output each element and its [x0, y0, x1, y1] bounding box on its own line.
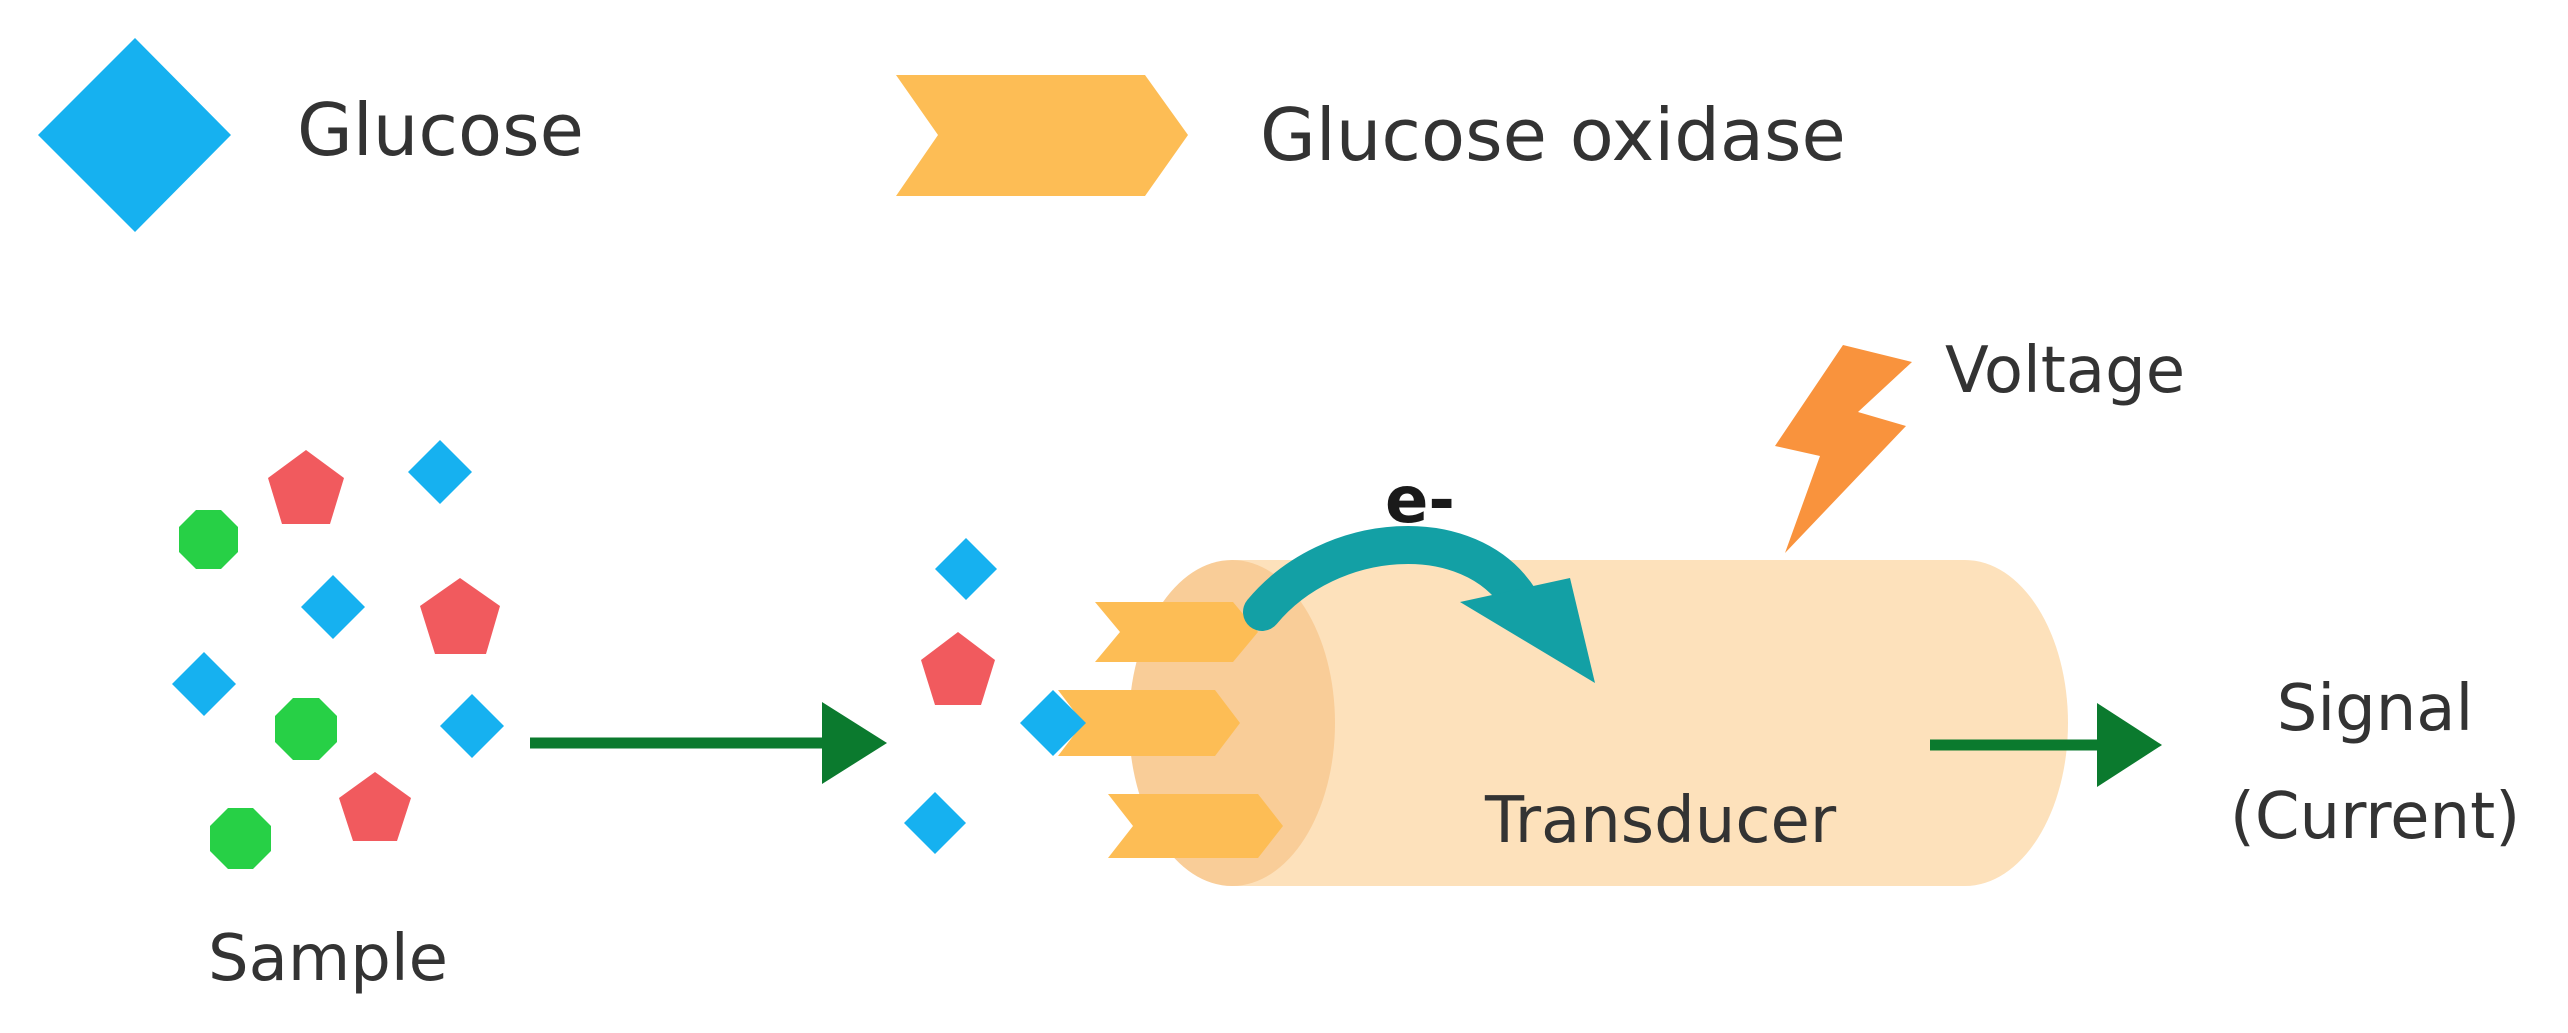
transducer-body: [1232, 560, 2068, 886]
sample-glucose: [172, 652, 236, 716]
electron-label: e-: [1385, 464, 1455, 538]
sample-glucose: [408, 440, 472, 504]
immobilized-enzymes: [1058, 602, 1283, 858]
glucose-diamond: [935, 538, 997, 600]
transducer-label: Transducer: [1484, 784, 1837, 858]
legend-enzyme-label: Glucose oxidase: [1260, 93, 1846, 177]
sample-octagon: [179, 510, 238, 569]
legend: Glucose Glucose oxidase: [38, 38, 1846, 232]
electron-transfer-arrow: e-: [1243, 464, 1595, 683]
near-electrode-molecules: [904, 538, 1086, 854]
enzyme-chevron: [1058, 690, 1240, 756]
signal-label-line2: (Current): [2230, 780, 2520, 854]
sample-pentagon: [420, 578, 500, 654]
sample-octagon: [210, 808, 271, 869]
legend-glucose-label: Glucose: [297, 88, 584, 172]
sample-octagon: [275, 698, 337, 760]
lightning-bolt-icon: [1775, 345, 1912, 553]
legend-glucose-diamond: [38, 38, 231, 232]
legend-enzyme-chevron: [896, 75, 1188, 196]
sample-pentagon: [268, 450, 344, 524]
signal-label-line1: Signal: [2277, 672, 2474, 746]
sample-pentagon: [339, 772, 411, 841]
pentagon: [921, 632, 995, 705]
voltage-label: Voltage: [1945, 334, 2185, 408]
enzyme-chevron: [1095, 602, 1258, 662]
transducer-to-signal-arrow: [1930, 703, 2162, 787]
voltage: Voltage: [1775, 334, 2185, 553]
signal: Signal (Current): [2230, 672, 2520, 854]
glucose-diamond: [904, 792, 966, 854]
sample-glucose: [301, 575, 365, 639]
glucose-diamond-bound: [1020, 690, 1086, 756]
sample-molecules: Sample: [172, 440, 504, 996]
sample-to-sensor-arrow: [530, 702, 887, 784]
sample-glucose: [440, 694, 504, 758]
enzyme-chevron: [1108, 794, 1283, 858]
sample-label: Sample: [208, 922, 448, 996]
